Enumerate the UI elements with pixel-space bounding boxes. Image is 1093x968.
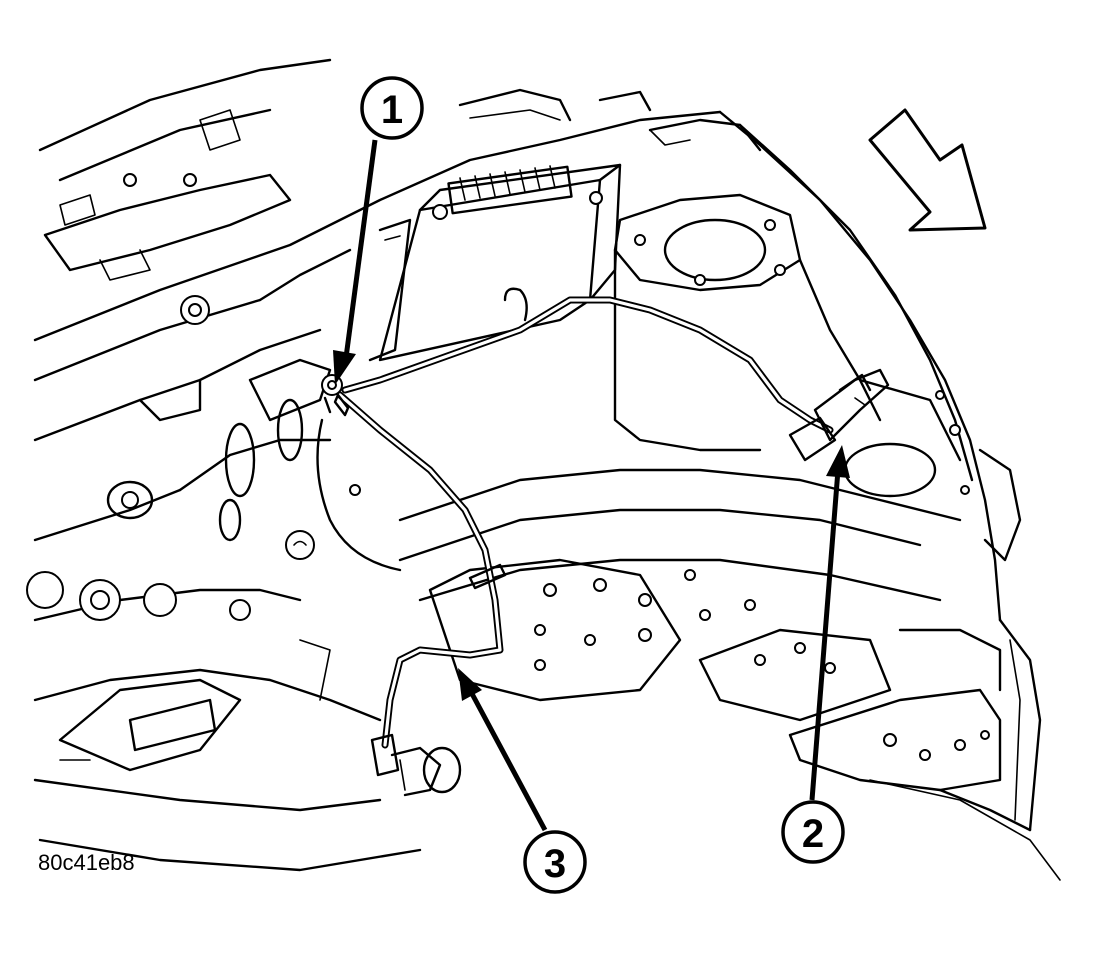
forward-direction-arrow [868, 108, 987, 232]
strut-tower [613, 193, 962, 498]
callout-3: 3 [523, 830, 587, 894]
upper-rear-panel [458, 88, 652, 122]
cowl-panel [33, 110, 762, 382]
ground-eyelet [321, 374, 350, 417]
callout-1-label: 1 [381, 88, 403, 132]
lower-connector [370, 733, 462, 797]
callout-2-label: 2 [802, 812, 824, 856]
front-bracket [698, 628, 1061, 881]
lower-left-frame [26, 571, 422, 872]
callout-1: 1 [360, 76, 424, 140]
callout-3-label: 3 [544, 842, 566, 886]
upper-left-bracket [38, 58, 332, 281]
harness-clip [468, 563, 507, 590]
sensor-wiring-harness [316, 296, 834, 749]
control-module [368, 163, 622, 362]
callout-leaders [333, 139, 850, 832]
figure-code: 80c41eb8 [38, 850, 135, 875]
dash-panel [33, 295, 361, 560]
callout-2: 2 [781, 800, 845, 864]
inner-fender [718, 110, 1042, 832]
impact-sensor-connector [788, 368, 890, 462]
